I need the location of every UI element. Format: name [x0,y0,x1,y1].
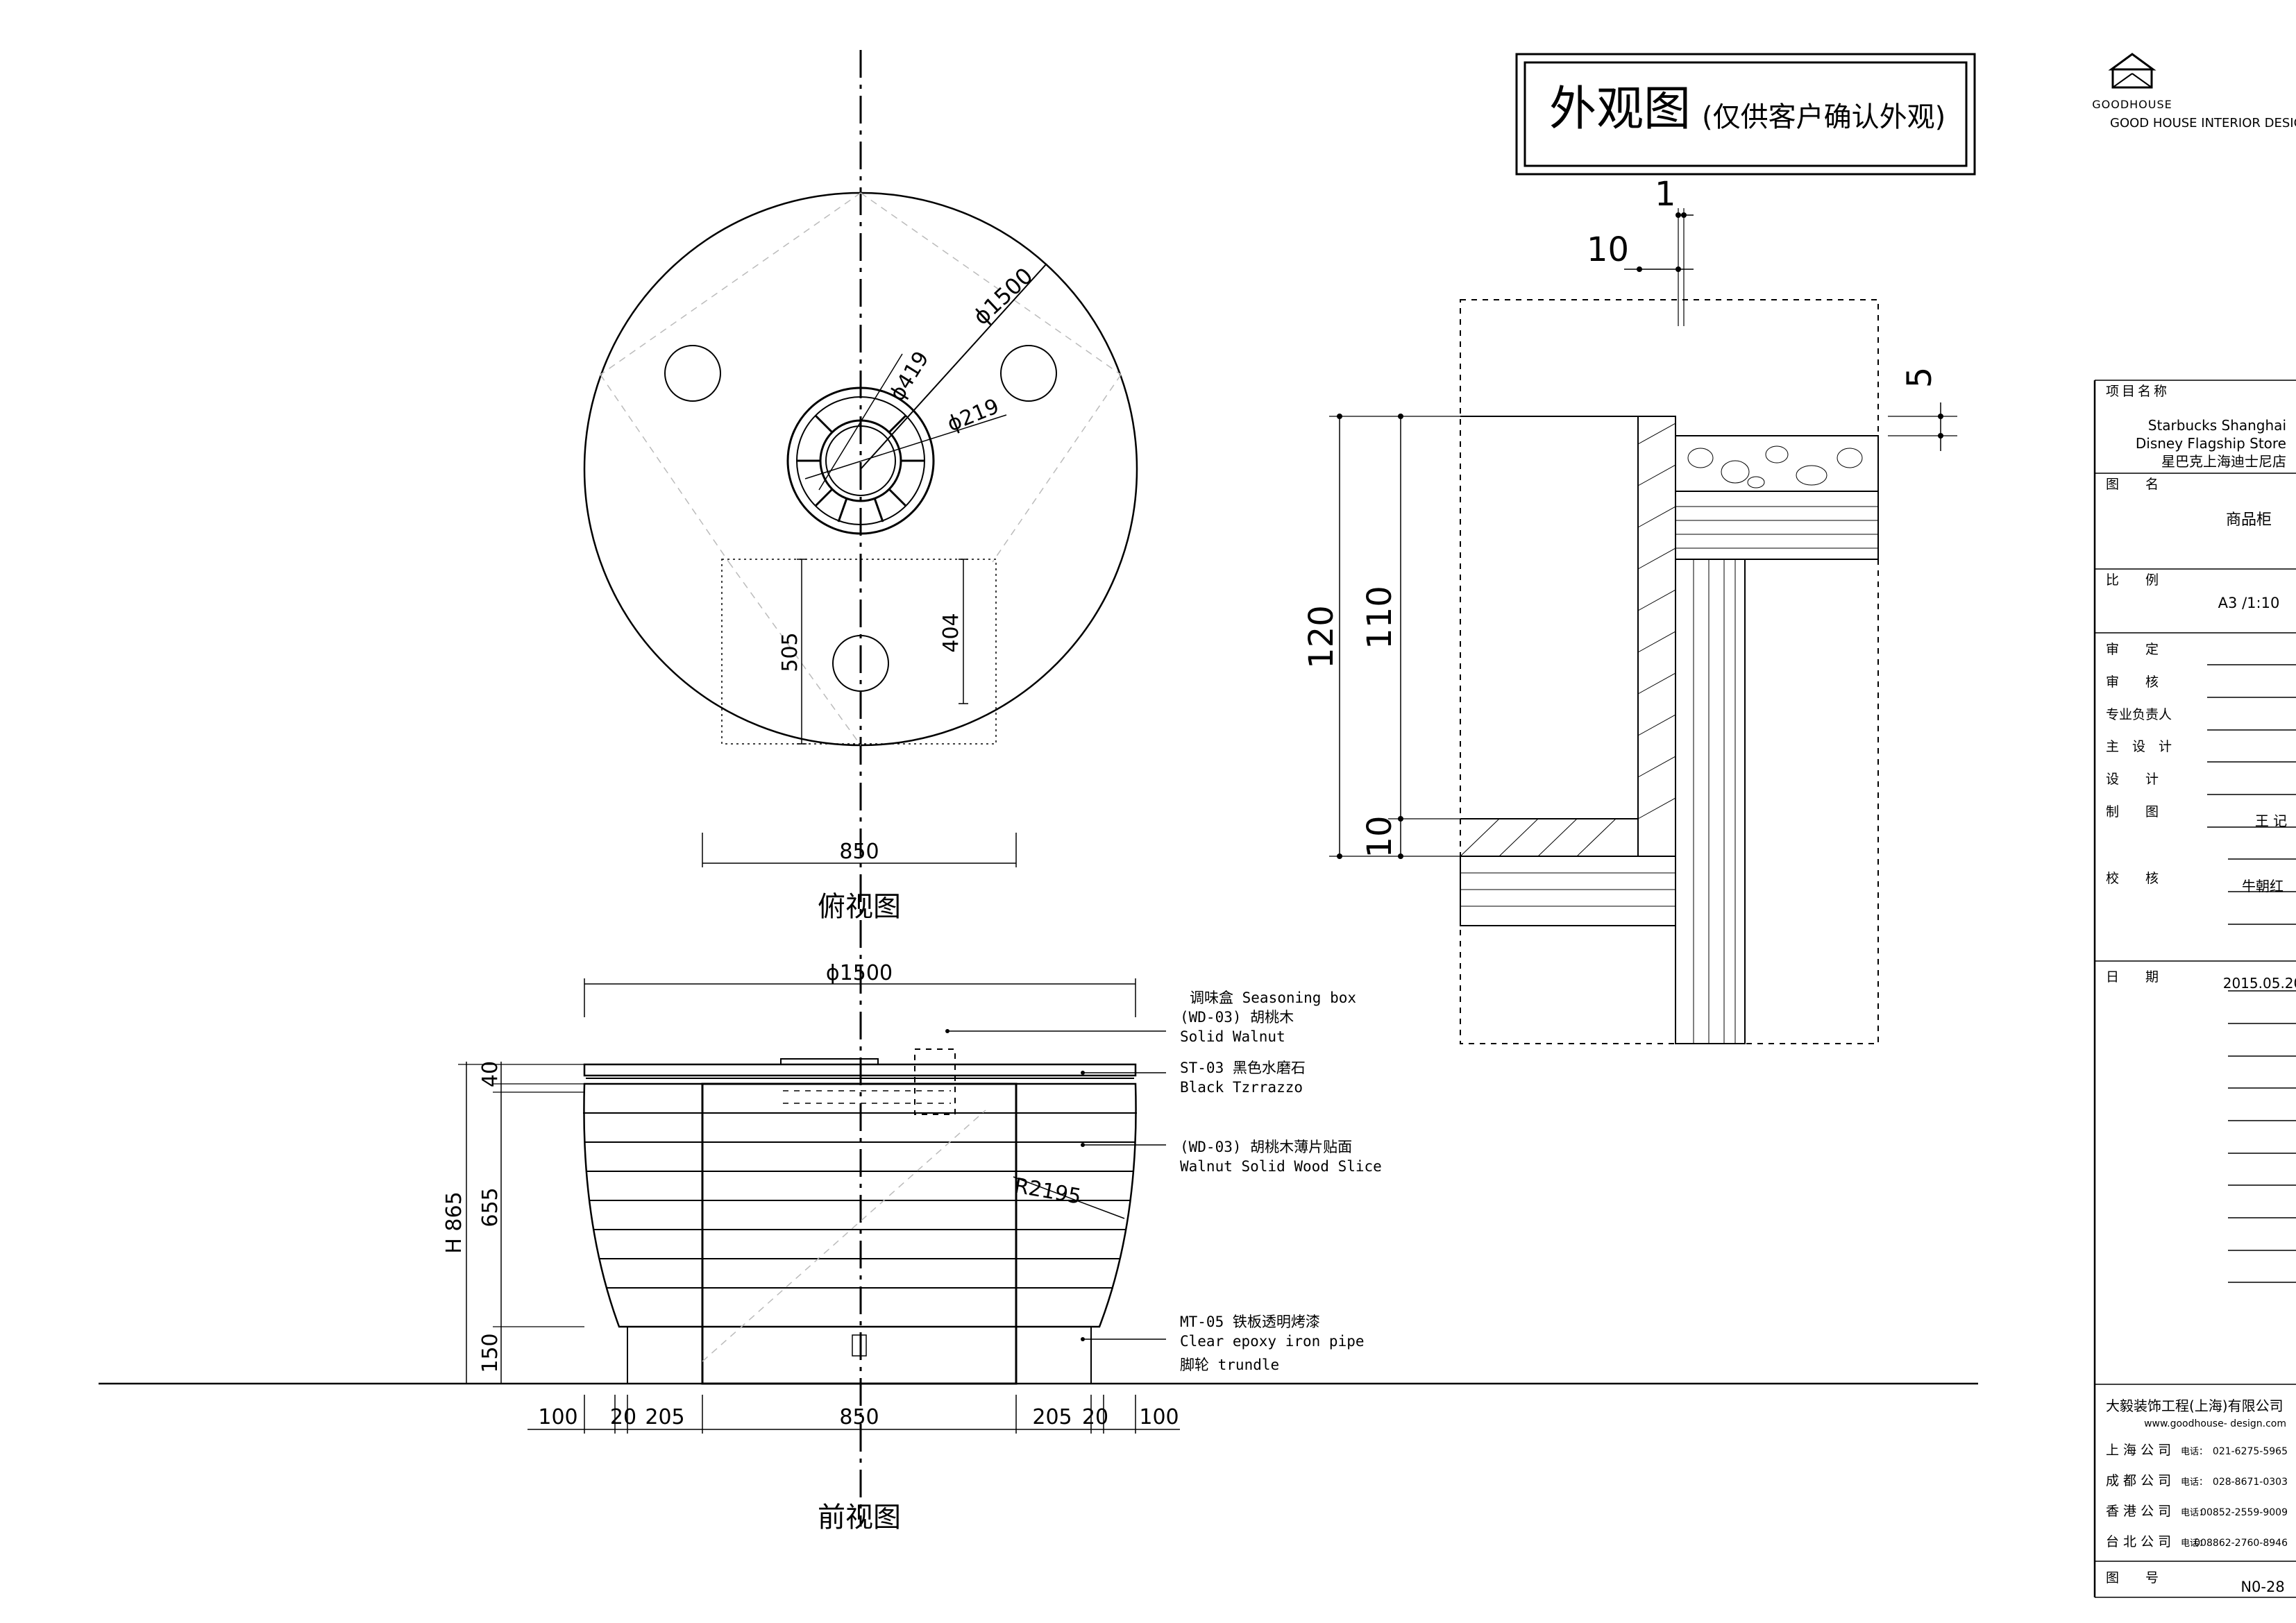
row-label-1: 审 核 [2106,674,2159,690]
top-depth-505: 505 [778,632,802,672]
detail-dim-10-bottom: 10 [1360,815,1399,858]
project-name-line2: Disney Flagship Store [2136,435,2286,452]
office-0-tel: 021-6275-5965 [2213,1446,2288,1457]
annotation-iron-en: Clear epoxy iron pipe [1180,1333,1365,1350]
annotation-slice-en: Walnut Solid Wood Slice [1180,1158,1382,1175]
row-label-5: 制 图 [2106,804,2159,819]
front-height-body: 655 [478,1187,503,1227]
drafter-name: 王 记 [2255,813,2287,829]
center-ring-spokes [797,414,925,522]
detail-dim-120: 120 [1302,605,1341,669]
annotation-terrazzo-en: Black Tzrrazzo [1180,1079,1303,1096]
row-label-7: 日 期 [2106,969,2159,985]
annotation-walnut-cn: (WD-03) 胡桃木 [1180,1009,1294,1026]
title-main: 外观图 [1549,82,1691,137]
drawing-name: 商品柜 [2226,511,2272,529]
scale-value: A3 /1:10 [2218,595,2280,611]
detail-boundary [1460,299,1879,1044]
top-width-850: 850 [839,840,879,864]
bottom-dim-5: 205 [1032,1405,1072,1429]
front-panel [701,1082,1018,1385]
office-3-tel: 008862-2760-8946 [2194,1538,2288,1549]
office-1-tel-label: 电话： [2181,1477,2208,1488]
hole-left [664,345,721,402]
detail-dim-10-top: 10 [1587,230,1629,269]
annotation-slice-cn: (WD-03) 胡桃木薄片贴面 [1180,1139,1352,1155]
project-label: 项目名称 [2106,384,2170,399]
scale-label: 比 例 [2106,572,2159,588]
project-name-line3: 星巴克上海迪士尼店 [2161,453,2286,470]
title-block: 项目名称 Starbucks Shanghai Disney Flagship … [2093,380,2296,1598]
office-1-name: 成 都 公 司 [2106,1473,2171,1488]
bottom-dim-2: 20 [610,1405,636,1429]
caster-icon [852,1334,867,1357]
office-3-name: 台 北 公 司 [2106,1534,2171,1549]
checker-name: 牛朝红 [2242,878,2284,894]
bottom-dim-6: 20 [1082,1405,1108,1429]
title-sub: (仅供客户确认外观) [1702,101,1945,133]
top-view-label: 俯视图 [818,891,901,923]
front-height-top: 40 [478,1061,503,1087]
row-label-0: 审 定 [2106,642,2159,657]
row-label-2: 专业负责人 [2106,707,2172,722]
row-label-3: 主 设 计 [2106,739,2172,754]
annotation-leaders [947,1030,1166,1340]
office-3-tel-label: 电话： [2181,1538,2208,1549]
company-name: 大毅装饰工程(上海)有限公司 [2106,1397,2284,1414]
bottom-dim-7: 100 [1139,1405,1179,1429]
detail-dim-5: 5 [1900,367,1939,389]
front-height-total: H 865 [442,1191,466,1253]
edge-hatch-lines [1460,423,1676,857]
hole-bottom [832,635,889,692]
office-1-tel: 028-8671-0303 [2213,1477,2288,1488]
bottom-dim-4: 850 [839,1405,879,1429]
center-ring-outer [786,386,935,535]
annotation-iron-cn: MT-05 铁板透明烤漆 [1180,1314,1320,1330]
top-view: ϕ1500 ϕ419 ϕ219 505 404 850 俯视图 [583,50,1138,1527]
drawing-no-label: 图 号 [2106,1570,2159,1586]
project-name-line1: Starbucks Shanghai [2148,417,2286,434]
wood-slats [583,1112,1137,1289]
bottom-dim-1: 100 [538,1405,577,1429]
front-view-label: 前视图 [818,1502,901,1533]
title-box: 外观图 (仅供客户确认外观) [1515,53,1976,176]
date-value: 2015.05.20 [2223,975,2296,992]
top-depth-404: 404 [939,613,963,652]
front-top-dia: ϕ1500 [826,961,893,985]
hole-right [1000,345,1057,402]
row-label-6: 校 核 [2106,871,2159,886]
office-2-tel-label: 电话： [2181,1508,2208,1518]
top-outer-dia: ϕ1500 [968,262,1038,330]
drawing-name-label: 图 名 [2106,477,2159,492]
seasoning-box [914,1048,956,1115]
drawing-no: N0-28 [2240,1579,2284,1595]
top-inner-dia: ϕ219 [944,394,1003,436]
bottom-dim-3: 205 [645,1405,684,1429]
terrazzo-strip [1675,435,1879,492]
company-website: www.goodhouse- design.com [2144,1418,2286,1429]
front-height-base: 150 [478,1333,503,1373]
detail-dim-110: 110 [1360,586,1399,649]
logo-company: GOOD HOUSE INTERIOR DESIGN [2110,116,2296,130]
annotation-walnut-en: Solid Walnut [1180,1028,1285,1045]
cabinet-outline-dashed [721,559,997,745]
front-view: ϕ1500 R2195 [99,961,1978,1533]
cabinet-body [583,1082,1137,1328]
office-0-tel-label: 电话： [2181,1447,2208,1457]
detail-dim-1: 1 [1655,175,1676,214]
annotation-seasoning: 调味盒 Seasoning box [1190,989,1356,1006]
detail-section: 1 10 5 120 110 10 [1302,175,1957,1044]
company-logo: GOODHOUSE GOOD HOUSE INTERIOR DESIGN [2092,53,2296,130]
row-label-4: 设 计 [2106,772,2159,787]
logo-wordmark: GOODHOUSE [2092,98,2172,111]
office-2-name: 香 港 公 司 [2106,1504,2171,1519]
office-2-tel: 00852-2559-9009 [2200,1507,2288,1518]
front-radius: R2195 [1013,1173,1083,1209]
office-0-name: 上 海 公 司 [2106,1443,2171,1458]
wood-panel-vertical [1675,559,1746,1044]
annotation-terrazzo-cn: ST-03 黑色水磨石 [1180,1060,1306,1076]
annotation-trundle: 脚轮 trundle [1180,1357,1279,1373]
house-roof-icon [2108,53,2156,71]
